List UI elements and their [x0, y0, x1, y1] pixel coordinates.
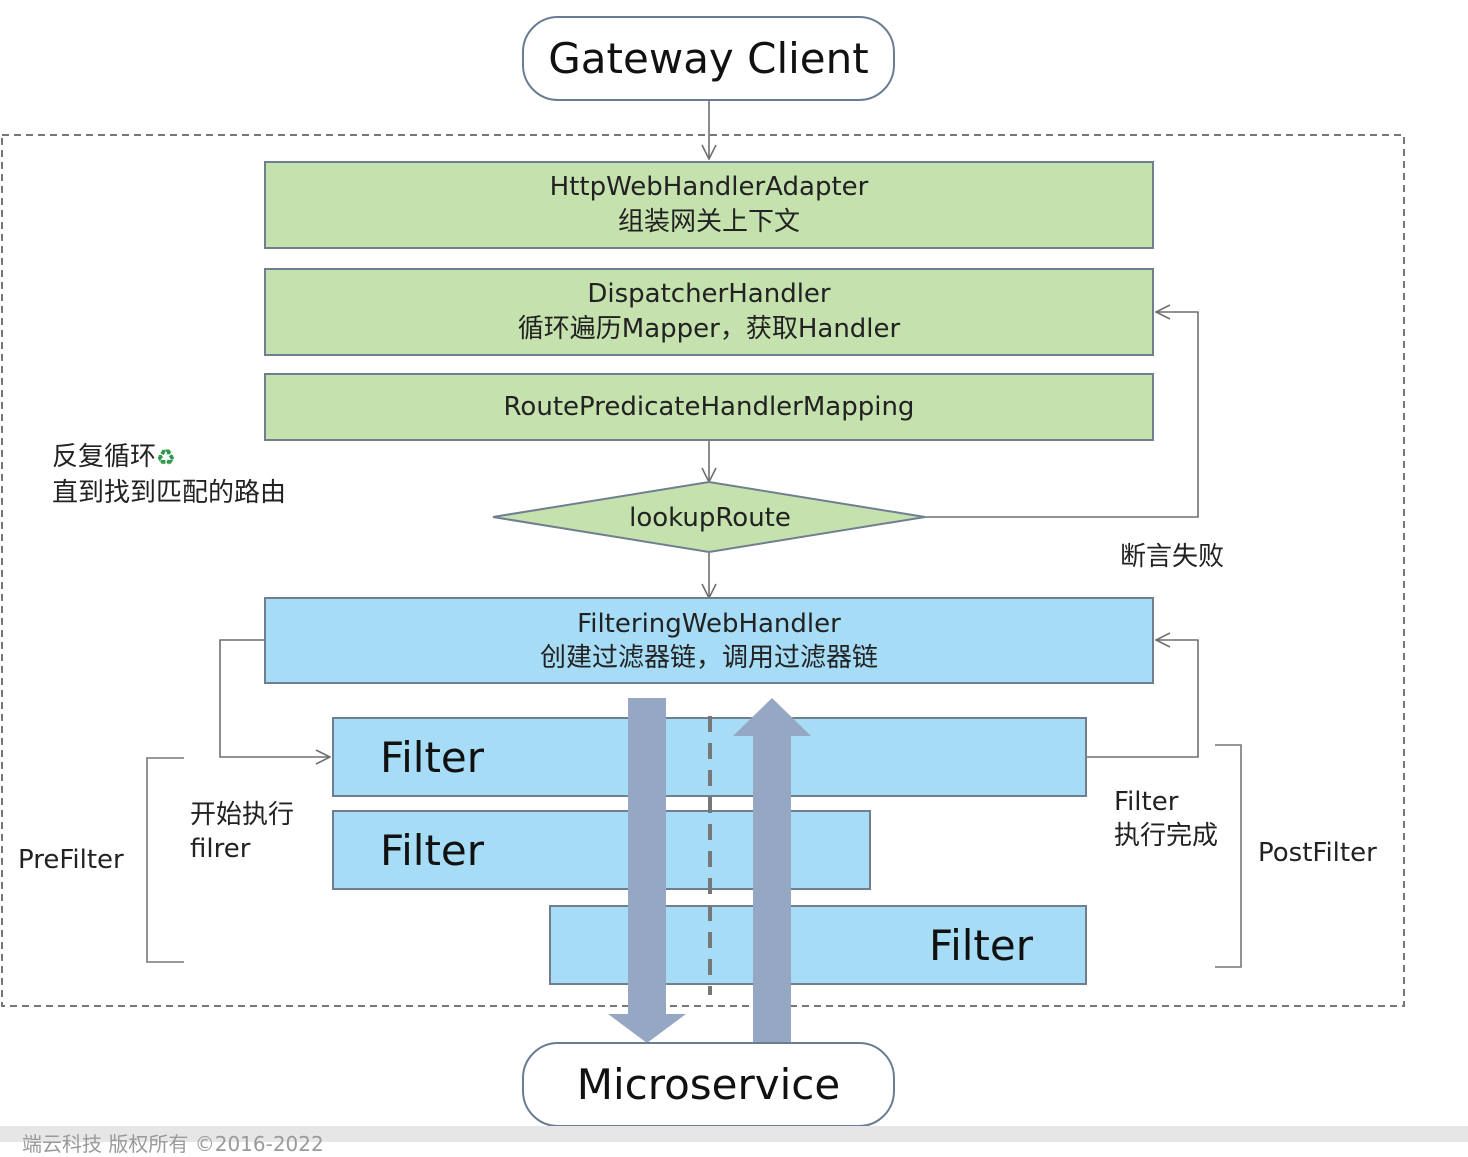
adapter-subtitle: 组装网关上下文: [617, 207, 800, 237]
filter-label-3: Filter: [928, 920, 1033, 970]
predicate-fail-loop-arrow: [925, 312, 1199, 518]
copyright-text: 端云科技 版权所有 ©2016-2022: [22, 1132, 324, 1156]
response-up-arrow: [733, 698, 811, 1043]
http-web-handler-adapter-box: HttpWebHandlerAdapter 组装网关上下文: [264, 161, 1154, 249]
microservice-label: Microservice: [576, 1060, 841, 1109]
postfilter-label: PostFilter: [1258, 838, 1377, 868]
filtering-title: FilteringWebHandler: [577, 608, 841, 639]
filter-done-annotation: Filter 执行完成: [1114, 785, 1218, 853]
adapter-title: HttpWebHandlerAdapter: [549, 172, 869, 202]
gateway-client-label: Gateway Client: [548, 34, 869, 83]
dispatcher-title: DispatcherHandler: [587, 279, 831, 309]
filter-label-1: Filter: [380, 732, 485, 782]
loop-line2: 直到找到匹配的路由: [52, 478, 287, 508]
filter-return-arrow: [1087, 640, 1199, 758]
prefilter-label: PreFilter: [18, 845, 124, 875]
start-line1: 开始执行: [190, 800, 295, 830]
done-line2: 执行完成: [1114, 821, 1219, 851]
loop-annotation: 反复循环♻ 直到找到匹配的路由: [52, 440, 286, 510]
filtering-web-handler-box: FilteringWebHandler 创建过滤器链，调用过滤器链: [264, 597, 1154, 684]
gateway-boundary: [1, 134, 1405, 1007]
lookup-route-label: lookupRoute: [629, 503, 791, 533]
dispatcher-handler-box: DispatcherHandler 循环遍历Mapper，获取Handler: [264, 268, 1154, 356]
prefilter-bracket: [146, 757, 184, 963]
done-line1: Filter: [1114, 787, 1179, 817]
mapping-title: RoutePredicateHandlerMapping: [503, 391, 915, 422]
filter-label-2: Filter: [380, 825, 485, 875]
dispatcher-subtitle: 循环遍历Mapper，获取Handler: [517, 314, 901, 344]
route-predicate-handler-mapping-box: RoutePredicateHandlerMapping: [264, 373, 1154, 441]
loop-line1: 反复循环: [52, 442, 157, 472]
filtering-subtitle: 创建过滤器链，调用过滤器链: [539, 642, 878, 673]
start-line2: filrer: [190, 834, 251, 864]
start-filter-annotation: 开始执行 filrer: [190, 798, 294, 866]
postfilter-bracket: [1215, 744, 1242, 968]
recycle-icon: ♻: [156, 446, 176, 471]
filtering-to-filter-arrow: [219, 639, 330, 757]
gateway-client-node: Gateway Client: [522, 16, 895, 101]
predicate-fail-label: 断言失败: [1120, 542, 1225, 572]
request-down-arrow: [608, 698, 686, 1043]
microservice-node: Microservice: [522, 1042, 895, 1127]
footer-bar: 端云科技 版权所有 ©2016-2022: [0, 1126, 1468, 1156]
